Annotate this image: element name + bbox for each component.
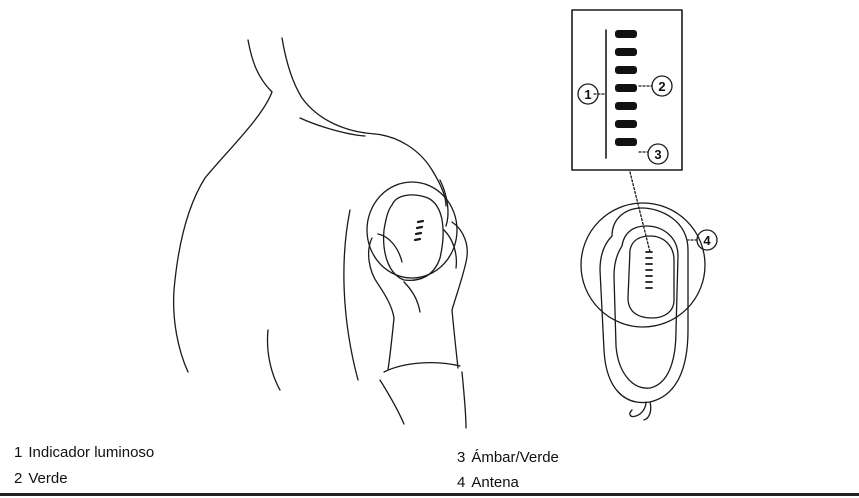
callout-1-label: 1 — [584, 87, 591, 102]
callout-2: 2 — [652, 76, 672, 96]
bottom-rule — [0, 493, 859, 496]
callout-4-label: 4 — [703, 233, 711, 248]
device-body-outer — [600, 208, 688, 403]
callout-3: 3 — [648, 144, 668, 164]
device-indicator — [646, 252, 652, 288]
legend-item-1-text: Indicador luminoso — [28, 444, 154, 461]
legend-item-1-number: 1 — [14, 444, 22, 461]
legend-item-4-text: Antena — [471, 474, 519, 491]
hand-with-device — [367, 180, 467, 428]
legend-item-1: 1 Indicador luminoso — [14, 444, 154, 462]
shoulder-device-body — [384, 195, 443, 280]
device-body-inner — [614, 226, 678, 388]
handheld-device — [581, 203, 705, 420]
shoulder-device-indicator — [415, 221, 423, 240]
legend-item-3-number: 3 — [457, 449, 465, 466]
legend-item-4-number: 4 — [457, 474, 465, 491]
device-window — [628, 236, 674, 318]
indicator-panel — [572, 10, 682, 252]
legend-item-3-text: Ámbar/Verde — [471, 449, 559, 466]
indicator-leds — [615, 30, 637, 146]
legend-item-2-text: Verde — [28, 470, 67, 487]
legend-item-4: 4 Antena — [457, 474, 519, 492]
legend-item-2-number: 2 — [14, 470, 22, 487]
device-cable — [630, 402, 646, 417]
legend-item-2: 2 Verde — [14, 470, 68, 488]
callout-3-label: 3 — [654, 147, 661, 162]
callout-2-label: 2 — [658, 79, 665, 94]
legend-item-3: 3 Ámbar/Verde — [457, 449, 559, 467]
torso-drawing — [174, 38, 446, 390]
illustration: 1 2 3 4 — [0, 0, 859, 430]
